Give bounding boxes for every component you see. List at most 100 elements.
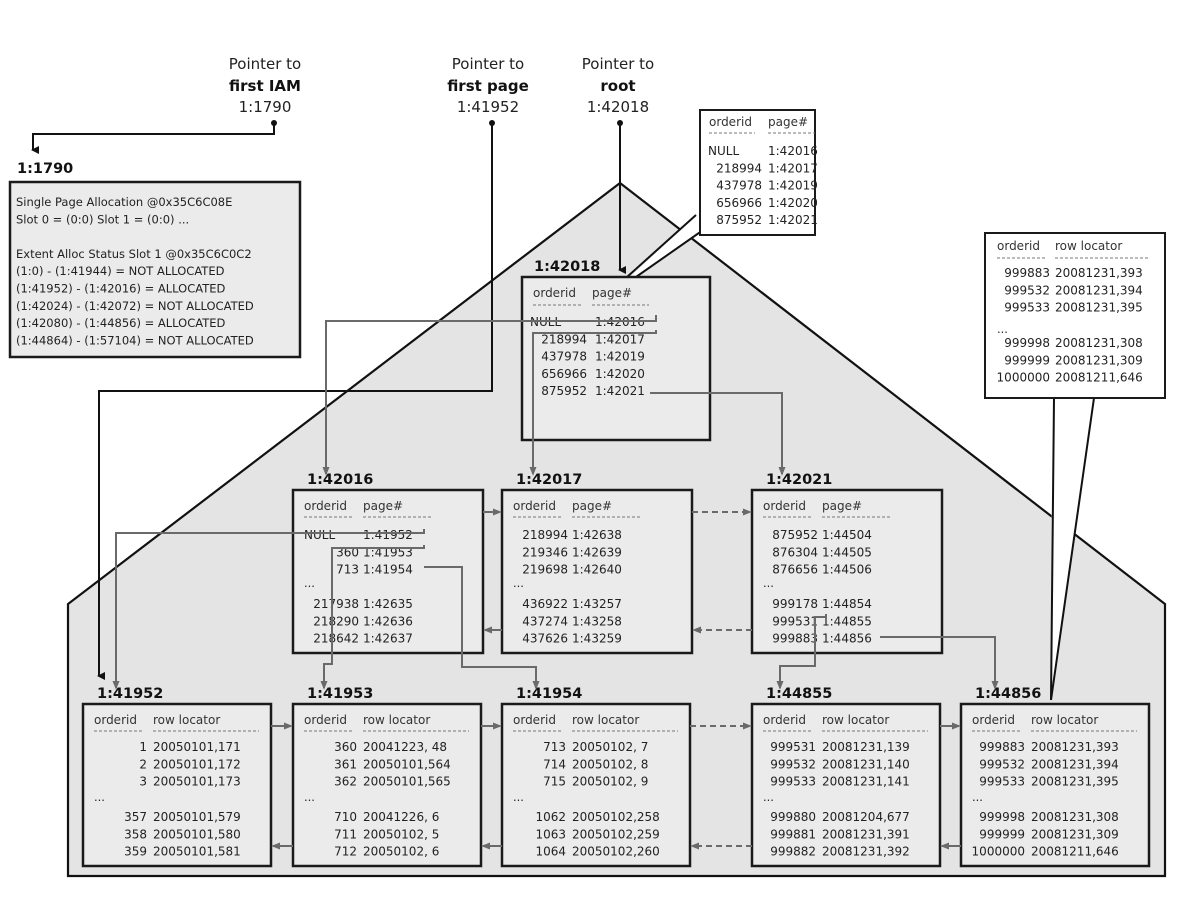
orderid-cell: 999883 <box>1004 266 1050 280</box>
row-locator-cell: 20050102, 5 <box>363 827 439 841</box>
orderid-cell: 218994 <box>522 528 568 542</box>
orderid-cell: NULL <box>708 144 739 158</box>
orderid-cell: 219698 <box>522 563 568 577</box>
page-cell: 1:42017 <box>768 161 818 175</box>
intermediate-page-title: 1:42021 <box>766 472 832 488</box>
42021-to-44855-connector <box>776 614 827 690</box>
pointer-address: 1:41952 <box>457 98 519 116</box>
row-locator-cell: 20081231,309 <box>1055 353 1143 367</box>
column-header-page: page# <box>572 499 612 513</box>
pointer-label-line2: root <box>600 77 635 95</box>
page-cell: 1:42017 <box>595 332 645 346</box>
root-to-42017-connector <box>529 330 657 476</box>
orderid-cell: 999533 <box>770 775 816 789</box>
page-cell: 1:42640 <box>572 563 622 577</box>
pointer-address: 1:42018 <box>587 98 649 116</box>
orderid-cell: 999883 <box>979 740 1025 754</box>
orderid-cell: 218290 <box>313 614 359 628</box>
root-to-42021-connector <box>650 392 786 476</box>
orderid-cell: 437978 <box>541 350 587 364</box>
orderid-cell: 1062 <box>535 810 566 824</box>
orderid-cell: 1 <box>139 740 147 754</box>
ellipsis: ... <box>304 790 315 804</box>
leaf-page-title: 1:44856 <box>975 686 1041 702</box>
orderid-cell: 437626 <box>522 632 568 646</box>
row-locator-cell: 20050101,172 <box>153 757 241 771</box>
ellipsis: ... <box>763 576 774 590</box>
orderid-cell: 875952 <box>772 528 818 542</box>
orderid-cell: 437978 <box>716 179 762 193</box>
leaf-page-title: 1:44855 <box>766 686 832 702</box>
column-header-orderid: orderid <box>533 286 576 300</box>
page-cell: 1:42020 <box>595 367 645 381</box>
orderid-cell: 218994 <box>541 332 587 346</box>
iam-line: Slot 0 = (0:0) Slot 1 = (0:0) ... <box>16 212 189 226</box>
orderid-cell: 362 <box>334 775 357 789</box>
orderid-cell: 999532 <box>770 757 816 771</box>
page-cell: 1:42636 <box>363 614 413 628</box>
iam-line: (1:42024) - (1:42072) = NOT ALLOCATED <box>16 299 254 313</box>
orderid-cell: 999998 <box>979 810 1025 824</box>
orderid-cell: 999882 <box>770 845 816 859</box>
ellipsis: ... <box>972 790 983 804</box>
column-header-orderid: orderid <box>94 713 137 727</box>
pointer-first-page-arrow <box>97 120 495 680</box>
row-locator-cell: 20081211,646 <box>1031 845 1119 859</box>
iam-line: (1:41952) - (1:42016) = ALLOCATED <box>16 282 226 296</box>
page-cell: 1:44854 <box>822 597 872 611</box>
row-locator-cell: 20081231,395 <box>1031 775 1119 789</box>
page-cell: 1:42019 <box>768 179 818 193</box>
ellipsis: ... <box>997 322 1008 336</box>
orderid-cell: 876656 <box>772 563 818 577</box>
row-locator-cell: 20081231,141 <box>822 775 910 789</box>
leaf-page-title: 1:41952 <box>97 686 163 702</box>
page-cell: 1:44856 <box>822 632 872 646</box>
page-cell: 1:43257 <box>572 597 622 611</box>
orderid-cell: 361 <box>334 757 357 771</box>
orderid-cell: 875952 <box>541 384 587 398</box>
orderid-cell: 219346 <box>522 545 568 559</box>
column-header-page: page# <box>592 286 632 300</box>
orderid-cell: 1064 <box>535 845 566 859</box>
orderid-cell: 217938 <box>313 597 359 611</box>
42016-to-41952-connector <box>112 529 425 690</box>
orderid-cell: 999999 <box>1004 353 1050 367</box>
row-locator-cell: 20081231,392 <box>822 845 910 859</box>
row-locator-cell: 20081231,139 <box>822 740 910 754</box>
root-page-box <box>520 275 712 442</box>
orderid-cell: 2 <box>139 757 147 771</box>
orderid-cell: 1000000 <box>997 371 1050 385</box>
iam-line: (1:42080) - (1:44856) = ALLOCATED <box>16 316 226 330</box>
leaf-callout-tail-edge-1 <box>1050 397 1055 701</box>
column-header-row-locator: row locator <box>363 713 430 727</box>
column-header-page: page# <box>768 115 808 129</box>
row-locator-cell: 20081231,391 <box>822 827 910 841</box>
page-cell: 1:42020 <box>768 196 818 210</box>
page-cell: 1:42635 <box>363 597 413 611</box>
orderid-cell: 999532 <box>1004 283 1050 297</box>
page-cell: 1:42021 <box>595 384 645 398</box>
page-cell: 1:44504 <box>822 528 872 542</box>
column-header-page: page# <box>822 499 862 513</box>
column-header-orderid: orderid <box>997 239 1040 253</box>
root-to-42016-connector <box>322 315 657 476</box>
iam-page-title: 1:1790 <box>17 161 73 177</box>
orderid-cell: 875952 <box>716 213 762 227</box>
row-locator-cell: 20050102, 7 <box>572 740 648 754</box>
orderid-cell: 876304 <box>772 545 818 559</box>
pointer-label-line1: Pointer to <box>452 55 524 73</box>
column-header-orderid: orderid <box>709 115 752 129</box>
ellipsis: ... <box>304 576 315 590</box>
column-header-orderid: orderid <box>304 499 347 513</box>
row-locator-cell: 20081231,308 <box>1031 810 1119 824</box>
page-cell: 1:44855 <box>822 614 872 628</box>
row-locator-cell: 20081231,309 <box>1031 827 1119 841</box>
pointer-address: 1:1790 <box>239 98 292 116</box>
row-locator-cell: 20050101,173 <box>153 775 241 789</box>
leaf-page-title: 1:41954 <box>516 686 582 702</box>
page-cell: 1:42637 <box>363 632 413 646</box>
pointer-label-line1: Pointer to <box>229 55 301 73</box>
row-locator-cell: 20050101,564 <box>363 757 451 771</box>
root-callout-tail-edge-2 <box>635 227 707 278</box>
